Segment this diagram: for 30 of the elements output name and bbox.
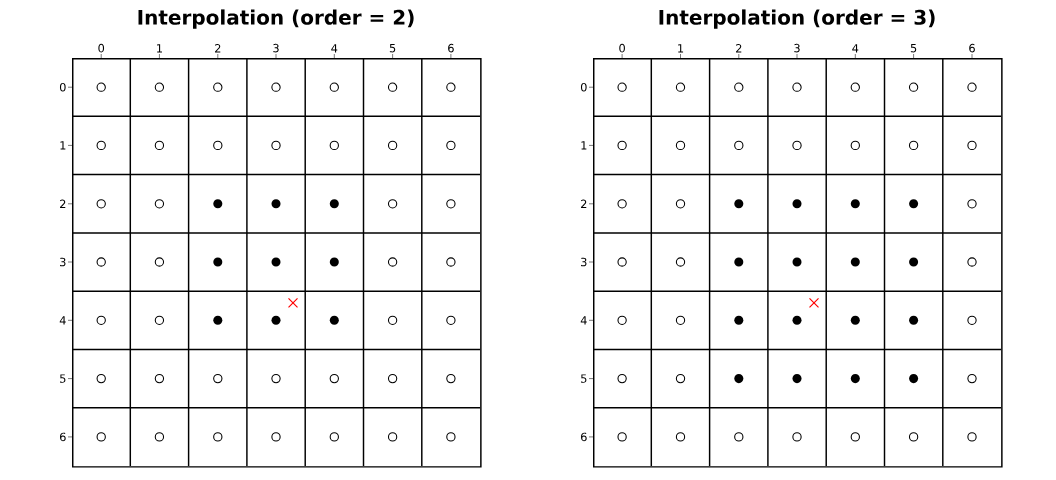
axis-tick: 3 — [60, 257, 73, 267]
axis-tick: 4 — [59, 316, 73, 325]
axis-tick: 0 — [59, 82, 73, 92]
axis-tick: 0 — [98, 43, 105, 59]
axis-tick: 6 — [969, 43, 975, 59]
axis-tick: 3 — [273, 43, 279, 59]
axis-tick: 5 — [910, 44, 917, 59]
axis-tick: 4 — [852, 44, 859, 59]
axis-tick: 2 — [581, 199, 594, 208]
axis-tick: 4 — [580, 316, 594, 325]
axis-tick: 0 — [619, 43, 625, 59]
axis-tick: 2 — [60, 199, 73, 208]
axis-tick: 6 — [60, 432, 73, 442]
axis-tick: 3 — [794, 43, 800, 59]
axis-tick: 0 — [580, 82, 594, 92]
axis-tick: 3 — [581, 257, 594, 267]
axis-tick: 1 — [581, 141, 594, 150]
node-label: Interpolation (order = 3) — [659, 9, 935, 29]
axis-tick: 2 — [215, 44, 221, 59]
axis-tick: 4 — [331, 44, 338, 59]
axis-tick: 5 — [389, 44, 396, 59]
axis-tick: 1 — [60, 141, 73, 150]
axis-tick: 5 — [60, 374, 73, 383]
axis-tick: 6 — [581, 432, 594, 442]
axis-tick: 6 — [448, 43, 454, 59]
axis-tick: 1 — [678, 44, 684, 59]
node-label: Interpolation (order = 2) — [138, 9, 414, 29]
axis-tick: 1 — [157, 44, 162, 59]
axis-tick: 2 — [736, 44, 742, 59]
axis-tick: 5 — [581, 374, 594, 383]
